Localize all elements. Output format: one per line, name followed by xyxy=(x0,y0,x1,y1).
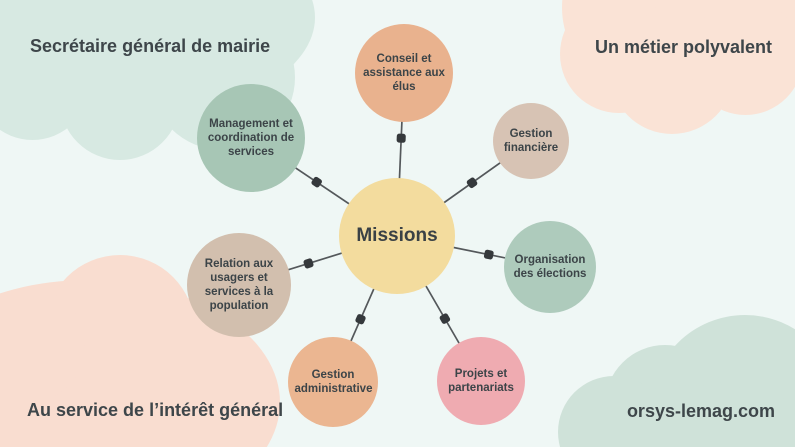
node-projets-partenariats: Projets et partenariats xyxy=(437,337,525,425)
node-label: Conseil et assistance aux élus xyxy=(363,52,445,93)
title-bottom-left: Au service de l’intérêt général xyxy=(27,400,284,420)
connector-dot xyxy=(466,177,478,189)
node-organisation-elections: Organisation des élections xyxy=(504,221,596,313)
node-label: Relation aux usagers et services à la po… xyxy=(204,257,274,313)
cloud-blob-top-right xyxy=(688,0,795,115)
cloud-blob-bottom-left xyxy=(128,318,270,447)
connector-dot xyxy=(311,176,322,188)
connector-dot xyxy=(439,313,451,324)
site-url-label: orsys-lemag.com xyxy=(626,401,775,421)
connector-dot xyxy=(396,133,406,143)
node-management-coordination: Management et coordination de services xyxy=(197,84,305,192)
title-top-right: Un métier polyvalent xyxy=(594,37,772,57)
connector-dot xyxy=(355,314,366,325)
node-gestion-financiere: Gestion financière xyxy=(493,103,569,179)
node-gestion-administrative: Gestion administrative xyxy=(288,337,378,427)
connector-dot xyxy=(483,249,494,260)
node-label: Organisation des élections xyxy=(513,253,587,280)
node-missions: Missions xyxy=(339,178,455,294)
node-label: Gestion financière xyxy=(503,127,559,154)
node-label: Projets et partenariats xyxy=(448,367,514,394)
node-label: Management et coordination de services xyxy=(207,117,295,158)
node-label: Missions xyxy=(356,225,438,247)
node-conseil-assistance-elus: Conseil et assistance aux élus xyxy=(355,24,453,122)
title-top-left: Secrétaire général de mairie xyxy=(30,36,271,56)
node-relation-usagers: Relation aux usagers et services à la po… xyxy=(187,233,291,337)
connector-dot xyxy=(303,258,314,269)
node-label: Gestion administrative xyxy=(294,368,373,395)
